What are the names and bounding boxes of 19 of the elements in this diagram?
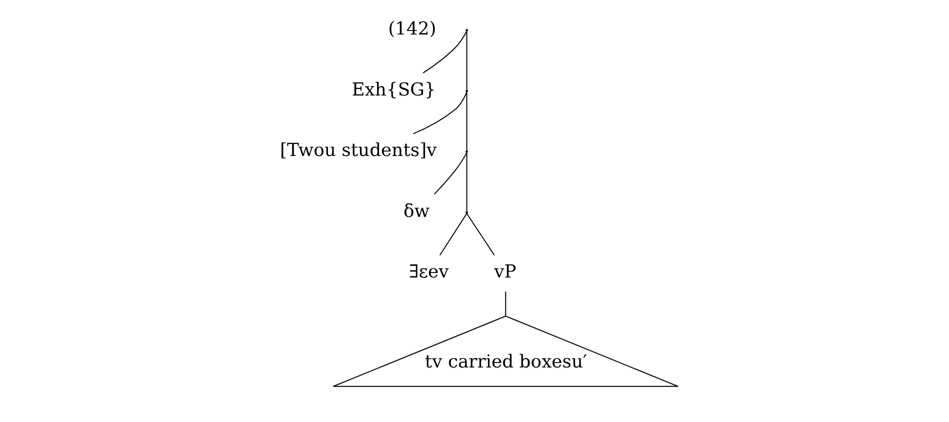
connector [433,152,467,195]
node-text: Exh{SG} [351,79,436,100]
connector [466,152,467,212]
node-text: ∃εev [408,262,448,283]
connector [412,92,467,134]
connector [466,213,494,256]
connector [422,30,467,74]
node-point [465,90,468,92]
node-point [465,150,468,153]
node-point [465,28,468,32]
connector [466,92,467,152]
connector [438,213,467,256]
node-text: vP [494,262,516,283]
connector [466,30,467,90]
label: (142) [388,18,436,40]
node-text: δw [403,200,430,222]
node-text: [Twou students]v [279,140,436,162]
node-point [465,211,468,214]
connector [504,291,506,316]
